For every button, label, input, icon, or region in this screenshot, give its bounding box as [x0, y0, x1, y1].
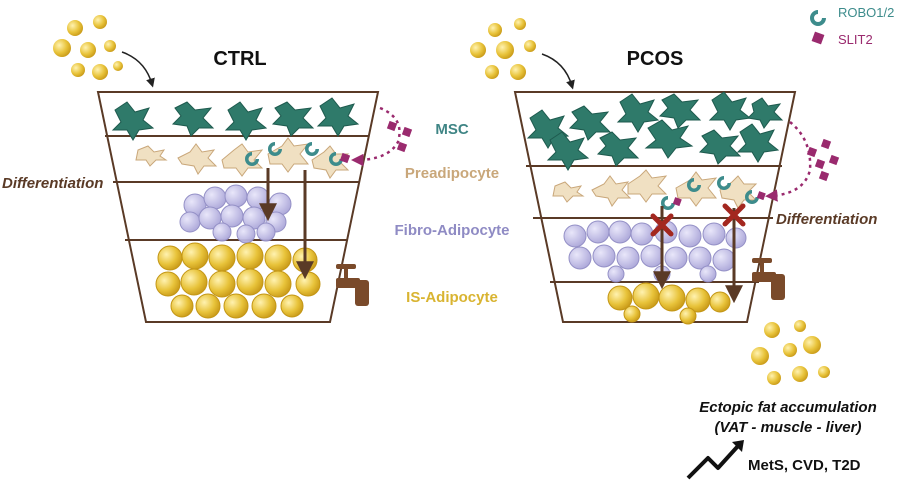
pcos-inflow-arrow — [541, 53, 575, 90]
pcos-title: PCOS — [627, 48, 684, 70]
ctrl-msc-cells — [111, 97, 360, 141]
legend: ROBO1/2 SLIT2 — [810, 5, 894, 47]
legend-slit2-label: SLIT2 — [838, 32, 873, 47]
ctrl-inflow-arrow — [121, 51, 155, 88]
ctrl-fibro-adipocyte-cells — [179, 184, 292, 244]
trend-up-icon — [686, 444, 740, 480]
legend-robo-label: ROBO1/2 — [838, 5, 894, 20]
ctrl-preadipocyte-cells — [135, 137, 350, 179]
ctrl-panel: CTRL — [53, 15, 413, 323]
block-cross-icon — [650, 203, 746, 237]
pcos-msc-cells — [526, 91, 784, 171]
pcos-slit2-ligands — [806, 138, 840, 182]
pcos-incoming-lipids — [470, 18, 536, 80]
ctrl-incoming-lipids — [53, 15, 123, 80]
ctrl-slit2-arrow — [351, 106, 401, 167]
pcos-slit2-bound — [672, 197, 682, 207]
pcos-differentiation-label: Differentiation — [776, 211, 877, 228]
label-preadipocyte: Preadipocyte — [405, 165, 499, 182]
ctrl-is-adipocyte-cells — [155, 242, 321, 319]
cell-type-labels: Differentiation MSC Preadipocyte Fibro-A… — [2, 121, 510, 306]
risk-text: MetS, CVD, T2D — [748, 457, 861, 474]
pcos-robo-receptors — [661, 176, 759, 210]
pcos-slit2-arrow — [765, 121, 812, 202]
ectopic-line-1: Ectopic fat accumulation — [699, 399, 877, 416]
ectopic-line-2: (VAT - muscle - liver) — [715, 419, 862, 436]
ctrl-funnel — [96, 91, 380, 323]
pcos-panel: PCOS — [470, 18, 877, 385]
label-fibro-adipocyte: Fibro-Adipocyte — [395, 222, 510, 239]
label-msc: MSC — [435, 121, 469, 138]
trend-up-arrowhead — [732, 440, 744, 452]
pcos-outflow-lipids — [751, 320, 830, 385]
faucet-icon — [336, 264, 369, 306]
pcos-is-adipocyte-cells — [607, 282, 731, 325]
faucet-icon — [752, 258, 785, 300]
ctrl-differentiation-label: Differentiation — [2, 175, 103, 192]
slit2-ligand-icon — [811, 31, 825, 45]
label-is-adipocyte: IS-Adipocyte — [406, 289, 498, 306]
robo-receptor-icon — [810, 10, 826, 26]
pcos-slit2-bound-2 — [756, 191, 766, 201]
ctrl-title: CTRL — [213, 48, 266, 70]
ctrl-slit2-bound — [339, 152, 351, 164]
ctrl-robo-receptors — [245, 142, 343, 166]
ctrl-slit2-ligands — [386, 120, 413, 153]
outcome-block: Ectopic fat accumulation (VAT - muscle -… — [686, 399, 877, 480]
